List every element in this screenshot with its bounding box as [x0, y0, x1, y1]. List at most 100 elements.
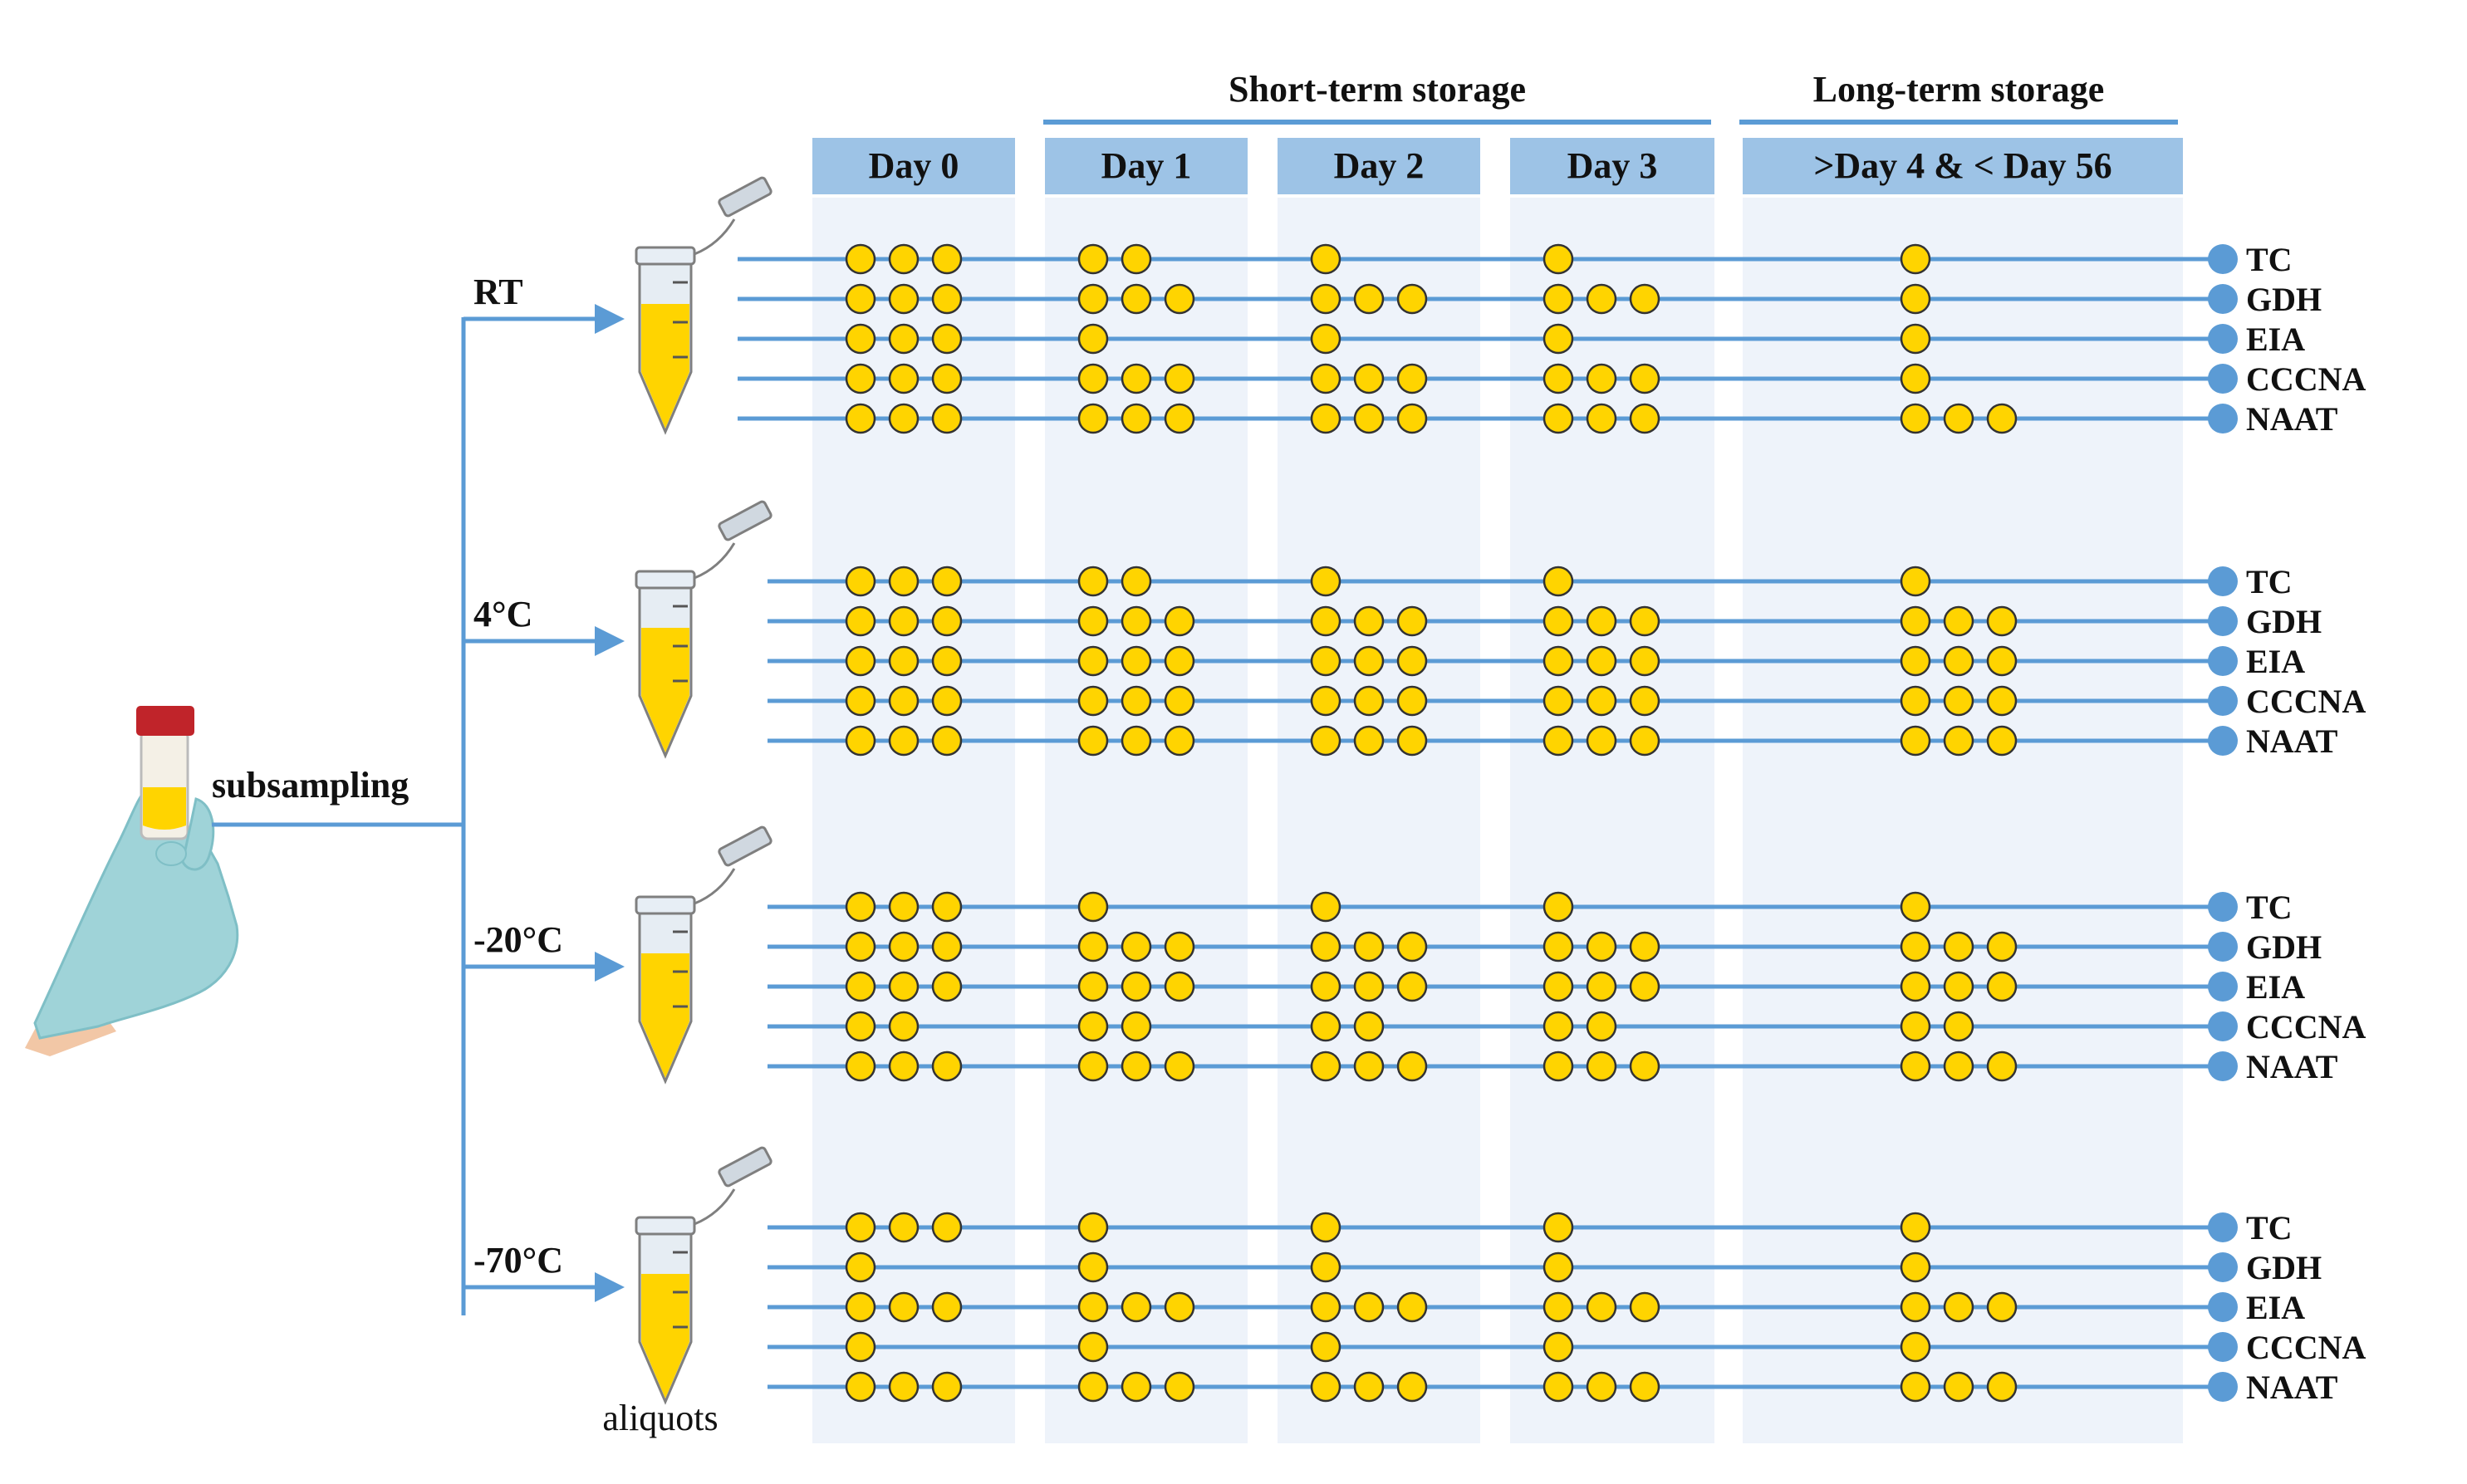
sample-dot — [1310, 645, 1341, 677]
sample-dot — [1542, 605, 1574, 637]
microtube-icon — [635, 825, 772, 1085]
column-header-day1: Day 1 — [1101, 145, 1192, 186]
test-label: CCCNA — [2246, 1008, 2366, 1046]
sample-dot — [888, 1212, 920, 1243]
sample-dot — [1943, 645, 1974, 677]
arrow-icon — [595, 626, 625, 656]
test-label: TC — [2246, 563, 2293, 600]
sample-dot — [1586, 725, 1617, 757]
sample-dot — [1986, 971, 2018, 1002]
sample-dot — [1077, 971, 1109, 1002]
sample-dot — [1629, 1051, 1660, 1082]
sample-dot — [1900, 1371, 1931, 1403]
sample-dot — [1396, 725, 1428, 757]
end-dot-icon — [2208, 892, 2238, 922]
sample-dot — [1943, 1291, 1974, 1323]
arrow-icon — [595, 952, 625, 982]
sample-dot — [845, 1331, 876, 1363]
sample-dot — [1900, 323, 1931, 355]
sample-dot — [1586, 1291, 1617, 1323]
sample-dot — [1396, 1291, 1428, 1323]
column-headers: Day 0 Day 1 Day 2 Day 3 >Day 4 & < Day 5… — [812, 138, 2183, 194]
sample-dot — [1629, 283, 1660, 315]
sample-dot — [1629, 363, 1660, 394]
sample-dot — [1310, 1331, 1341, 1363]
sample-dot — [1943, 725, 1974, 757]
sample-dot — [931, 243, 963, 275]
sample-dot — [1077, 1051, 1109, 1082]
sample-dot — [1164, 1051, 1195, 1082]
end-dot-icon — [2208, 324, 2238, 354]
sample-dot — [1986, 1291, 2018, 1323]
sample-dot — [1542, 645, 1574, 677]
end-dot-icon — [2208, 606, 2238, 636]
sample-dot — [931, 566, 963, 597]
end-dot-icon — [2208, 404, 2238, 433]
temperature-label: -20°C — [473, 919, 563, 960]
sample-dot — [1943, 1371, 1974, 1403]
sample-dot — [845, 283, 876, 315]
sample-dot — [845, 363, 876, 394]
sample-dot — [1900, 971, 1931, 1002]
sample-dot — [931, 685, 963, 717]
column-header-day2: Day 2 — [1334, 145, 1425, 186]
sample-dot — [1542, 403, 1574, 434]
sample-dot — [1900, 605, 1931, 637]
sample-dot — [1943, 1051, 1974, 1082]
sample-dot — [1121, 725, 1152, 757]
subsampling-tree — [212, 317, 466, 1315]
sample-dot — [1164, 645, 1195, 677]
test-label: CCCNA — [2246, 683, 2366, 720]
sample-dot — [1310, 566, 1341, 597]
sample-dot — [845, 1051, 876, 1082]
header-box-day1 — [1045, 138, 1248, 194]
column-bg-long — [1743, 198, 2183, 1443]
sample-dot — [888, 323, 920, 355]
end-dot-icon — [2208, 244, 2238, 274]
sample-dot — [845, 1291, 876, 1323]
sample-dot — [1310, 283, 1341, 315]
sample-dot — [888, 931, 920, 962]
sample-dot — [1121, 363, 1152, 394]
sample-dot — [1353, 725, 1385, 757]
sample-dot — [1986, 685, 2018, 717]
sample-dot — [1310, 403, 1341, 434]
microtube-icon — [635, 500, 772, 759]
test-label: EIA — [2246, 968, 2305, 1006]
header-box-long — [1743, 138, 2183, 194]
sample-dot — [931, 1212, 963, 1243]
end-dot-icon — [2208, 1051, 2238, 1081]
short-term-label: Short-term storage — [1229, 69, 1526, 110]
test-label: TC — [2246, 1209, 2293, 1246]
sample-dot — [1542, 1371, 1574, 1403]
sample-dot — [1164, 1371, 1195, 1403]
sample-dot — [1586, 1371, 1617, 1403]
column-header-long: >Day 4 & < Day 56 — [1813, 145, 2111, 186]
column-bg-day2 — [1278, 198, 1480, 1443]
sample-dot — [1986, 645, 2018, 677]
sample-dot — [845, 403, 876, 434]
sample-dot — [1986, 1371, 2018, 1403]
sample-dot — [1353, 283, 1385, 315]
sample-dot — [1077, 323, 1109, 355]
aliquots-label: aliquots — [602, 1398, 718, 1438]
sample-dot — [888, 605, 920, 637]
sample-dot — [931, 605, 963, 637]
sample-dot — [1900, 566, 1931, 597]
sample-dot — [1542, 323, 1574, 355]
sample-dot — [1077, 1371, 1109, 1403]
sample-dot — [1353, 931, 1385, 962]
sample-dot — [1542, 971, 1574, 1002]
sample-dot — [1986, 605, 2018, 637]
sample-dot — [1077, 891, 1109, 923]
sample-dot — [1542, 1251, 1574, 1283]
column-header-day3: Day 3 — [1567, 145, 1658, 186]
column-bg-day1 — [1045, 198, 1248, 1443]
sample-dot — [1542, 1331, 1574, 1363]
sample-dot — [888, 566, 920, 597]
sample-dot — [931, 725, 963, 757]
sample-dot — [1077, 363, 1109, 394]
sample-dot — [1900, 283, 1931, 315]
sample-dot — [1900, 645, 1931, 677]
sample-dot — [845, 1371, 876, 1403]
